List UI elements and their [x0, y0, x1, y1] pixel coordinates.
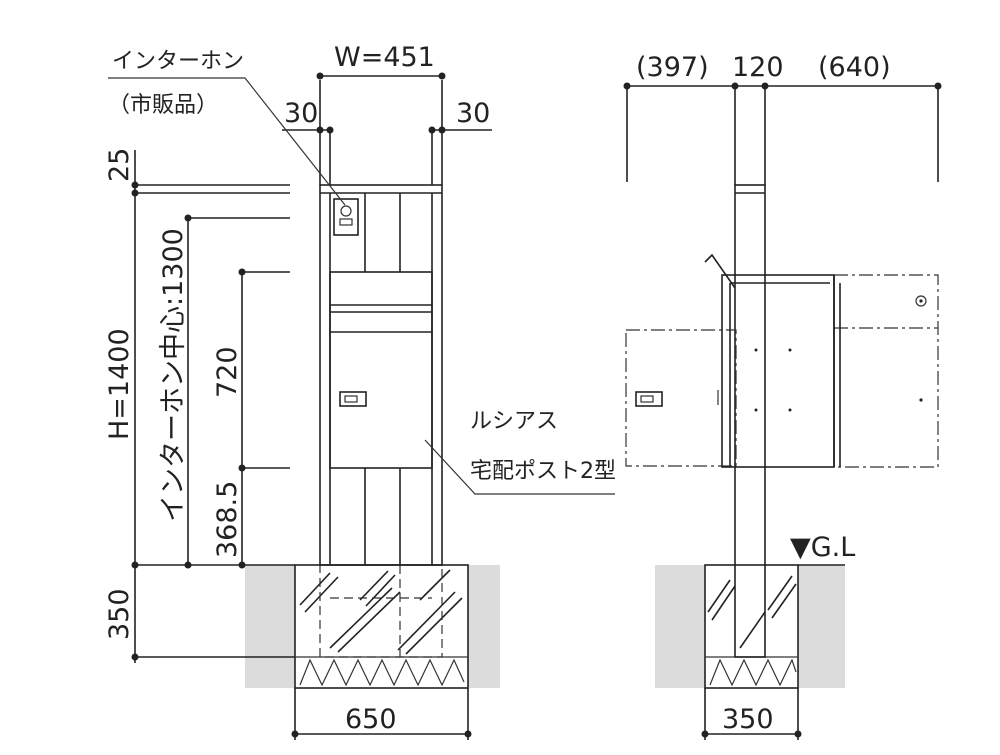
base-dimension-650: 650: [345, 704, 397, 735]
front-pillar: [319, 184, 443, 566]
side-dimension-120: 120: [732, 52, 784, 83]
width-dimension: W=451: [334, 42, 435, 73]
ground-level-label: ▼G.L: [790, 532, 855, 563]
intercom-label-line2: （市販品）: [108, 93, 218, 118]
top-dimension-25: 25: [104, 148, 135, 182]
side-dimension-left: 30: [284, 98, 318, 129]
side-pole: [734, 184, 766, 658]
side-view: [623, 82, 942, 740]
height-dimension: H=1400: [104, 328, 135, 440]
depth-dimension-350: 350: [104, 588, 135, 640]
side-foundation: [704, 564, 799, 689]
side-door-open-left: [625, 329, 737, 467]
side-dimension-397: (397): [636, 52, 709, 83]
front-mailbox: [329, 271, 433, 469]
front-foundation: [294, 564, 469, 689]
front-gravel: [299, 658, 465, 687]
side-gravel: [709, 658, 797, 687]
intercom-center-dimension: インターホン中心:1300: [158, 228, 189, 522]
side-mailbox: [721, 274, 835, 468]
side-dimension-right: 30: [456, 98, 490, 129]
side-hatching: [707, 575, 797, 649]
front-view: [108, 72, 615, 740]
post-label-line1: ルシアス: [470, 409, 558, 434]
side-door-open-right: [833, 274, 939, 468]
front-mailbox-lock-icon: [339, 391, 367, 407]
side-flap: [704, 253, 736, 289]
side-base-dimension-350: 350: [722, 704, 774, 735]
side-dimension-640: (640): [818, 52, 891, 83]
intercom-label-line1: インターホン: [112, 49, 244, 74]
post-label-line2: 宅配ポスト2型: [470, 459, 616, 484]
intercom-leader: [108, 77, 346, 206]
box-bottom-dimension: 368.5: [212, 481, 243, 558]
post-leader: [424, 439, 615, 495]
front-intercom-icon: [333, 198, 359, 236]
box-dimension-720: 720: [212, 346, 243, 398]
front-hatching: [299, 569, 463, 655]
